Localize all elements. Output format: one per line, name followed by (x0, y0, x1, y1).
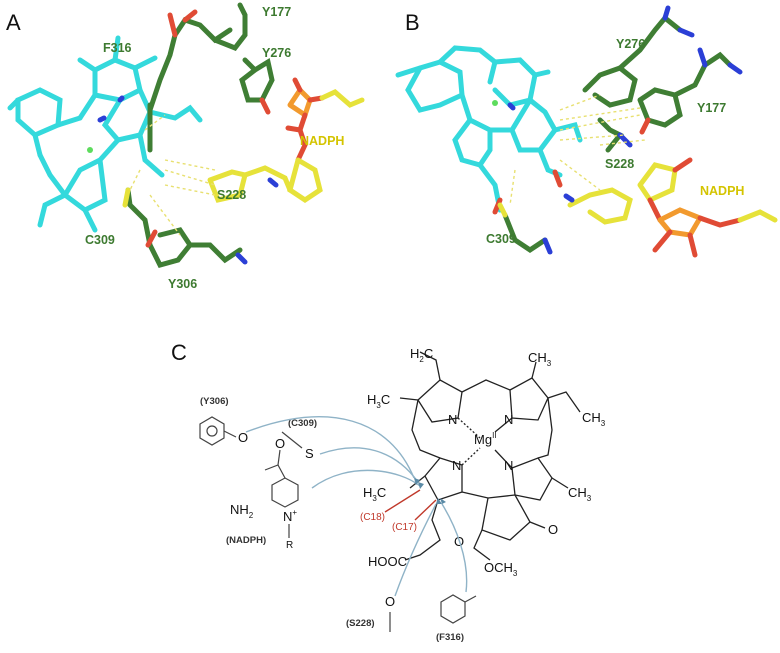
label-c-c309: (C309) (288, 418, 317, 429)
chem-n-bl: N (452, 458, 461, 473)
label-a-y306: Y306 (168, 277, 197, 291)
atom-o-amide: O (275, 436, 285, 451)
label-b-y276: Y276 (616, 37, 645, 51)
ligand-s228: O (S228) (346, 594, 395, 632)
chem-n-br: N (504, 458, 513, 473)
label-a-y177: Y177 (262, 5, 291, 19)
ligand-f316: (F316) (436, 594, 477, 643)
arrow-y306 (245, 416, 415, 479)
panel-b-residues (497, 5, 743, 255)
chem-hooc: HOOC (368, 554, 407, 569)
interaction-arrows (245, 416, 468, 597)
label-c-f316: (F316) (436, 632, 464, 643)
chem-n-tl: N (448, 412, 457, 427)
arrow-c309 (319, 447, 419, 483)
label-a-c309: C309 (85, 233, 115, 247)
chem-h3c-c18: H3C (363, 485, 386, 503)
panel-b-nadph (563, 157, 778, 258)
chem-h3c-left: H3C (367, 392, 390, 410)
label-c17: (C17) (392, 522, 417, 533)
panel-b-letter: B (405, 10, 420, 35)
label-c-s228: (S228) (346, 618, 375, 629)
mg-atom-a (87, 147, 93, 153)
label-b-y177: Y177 (697, 101, 726, 115)
label-a-s228: S228 (217, 188, 246, 202)
label-c18: (C18) (360, 512, 385, 523)
arrow-c17 (414, 499, 437, 521)
panel-c-letter: C (171, 340, 187, 365)
panel-a-residues (122, 2, 275, 268)
panel-a-nadph (207, 77, 365, 204)
ligand-y306: O (Y306) (199, 396, 248, 446)
chem-ch3-top: CH3 (528, 350, 552, 368)
panel-b-ligand (395, 45, 583, 215)
chem-ketone-o: O (548, 522, 558, 537)
atom-s-c309: S (305, 446, 314, 461)
panel-b-hbonds (509, 94, 646, 206)
arrow-f316 (441, 503, 468, 593)
label-b-nadph: NADPH (700, 184, 744, 198)
label-a-nadph: NADPH (300, 134, 344, 148)
chem-h2c: H2C (410, 346, 433, 364)
panel-c: C (171, 340, 606, 643)
label-b-c309: C309 (486, 232, 516, 246)
arrow-nadph (311, 469, 421, 489)
ligand-nadph: O NH2 N+ R (NADPH) (226, 436, 299, 551)
atom-o-y306: O (238, 430, 248, 445)
arrow-s228 (394, 503, 437, 597)
atom-n-plus: N+ (283, 508, 297, 524)
label-c-y306: (Y306) (200, 396, 229, 407)
chem-ch3-right: CH3 (582, 410, 606, 428)
chem-mg: MgII (474, 431, 497, 447)
panel-a-ligand (7, 35, 203, 233)
panel-a-hbonds (129, 114, 216, 236)
chem-n-tr: N (504, 412, 513, 427)
panel-b: B (395, 5, 778, 258)
panel-a-letter: A (6, 10, 21, 35)
atom-o-s228: O (385, 594, 395, 609)
label-c-nadph: (NADPH) (226, 535, 266, 546)
panel-a: A (6, 2, 365, 291)
ligand-c309: (C309) S (281, 418, 317, 461)
label-a-y276: Y276 (262, 46, 291, 60)
label-b-s228: S228 (605, 157, 634, 171)
label-a-f316: F316 (103, 41, 132, 55)
arrow-c18 (384, 489, 421, 513)
atom-nh2: NH2 (230, 502, 254, 520)
chem-ester-och3: OCH3 (484, 560, 518, 578)
atom-r: R (286, 540, 293, 551)
mg-atom-b (492, 100, 498, 106)
chem-ch3-lower: CH3 (568, 485, 592, 503)
